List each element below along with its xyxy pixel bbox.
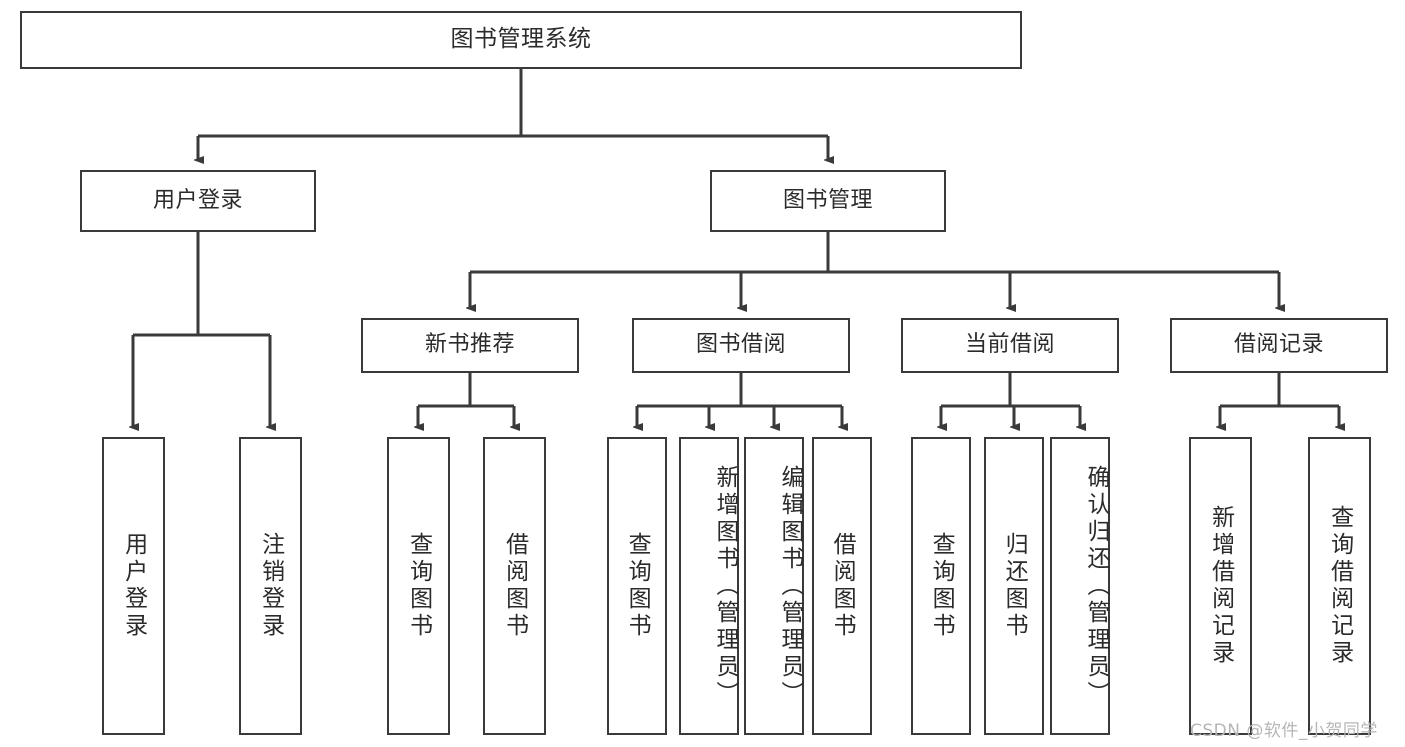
node-book-borrowing-label: 图书借阅 <box>695 332 786 358</box>
leaf-label: 新增借阅记录 <box>1207 505 1234 667</box>
node-borrowing-records[interactable]: 借阅记录 <box>1170 318 1388 373</box>
leaf-node[interactable]: 借阅图书 <box>812 437 872 735</box>
csdn-watermark: CSDN @软件_小贺同学 <box>1190 716 1378 741</box>
leaf-node[interactable]: 新增借阅记录 <box>1189 437 1252 735</box>
node-book-management[interactable]: 图书管理 <box>710 170 946 232</box>
node-book-borrowing[interactable]: 图书借阅 <box>632 318 850 373</box>
leaf-label: 查询图书 <box>405 532 432 640</box>
leaf-node[interactable]: 编辑图书（管理员） <box>744 437 804 735</box>
node-new-book-recommendation-label: 新书推荐 <box>424 332 515 358</box>
node-root-book-management-system[interactable]: 图书管理系统 <box>20 11 1022 69</box>
leaf-label: 查询借阅记录 <box>1326 505 1353 667</box>
leaf-node[interactable]: 查询图书 <box>911 437 971 735</box>
node-book-management-label: 图书管理 <box>782 187 873 213</box>
leaf-node[interactable]: 查询图书 <box>607 437 667 735</box>
leaf-label: 借阅图书 <box>829 532 856 640</box>
leaf-label: 新增图书（管理员） <box>712 464 738 708</box>
leaf-label: 归还图书 <box>1001 532 1028 640</box>
leaf-node[interactable]: 借阅图书 <box>483 437 546 735</box>
leaf-label: 确认归还（管理员） <box>1083 464 1109 708</box>
leaf-node[interactable]: 新增图书（管理员） <box>679 437 739 735</box>
leaf-node[interactable]: 注销登录 <box>239 437 302 735</box>
leaf-node[interactable]: 确认归还（管理员） <box>1050 437 1110 735</box>
leaf-label: 查询图书 <box>624 532 651 640</box>
leaf-node[interactable]: 归还图书 <box>984 437 1044 735</box>
node-user-login[interactable]: 用户登录 <box>80 170 316 232</box>
leaf-label: 编辑图书（管理员） <box>777 464 803 708</box>
leaf-node[interactable]: 用户登录 <box>102 437 165 735</box>
leaf-label: 用户登录 <box>120 532 147 640</box>
node-root-label: 图书管理系统 <box>450 26 592 53</box>
node-new-book-recommendation[interactable]: 新书推荐 <box>361 318 579 373</box>
node-user-login-label: 用户登录 <box>152 187 243 213</box>
node-current-borrowing[interactable]: 当前借阅 <box>901 318 1119 373</box>
leaf-label: 查询图书 <box>928 532 955 640</box>
node-borrowing-records-label: 借阅记录 <box>1233 332 1324 358</box>
leaf-node[interactable]: 查询借阅记录 <box>1308 437 1371 735</box>
leaf-label: 借阅图书 <box>501 532 528 640</box>
leaf-node[interactable]: 查询图书 <box>387 437 450 735</box>
node-current-borrowing-label: 当前借阅 <box>964 332 1055 358</box>
watermark-text: CSDN @软件_小贺同学 <box>1190 721 1378 741</box>
leaf-label: 注销登录 <box>257 532 284 640</box>
